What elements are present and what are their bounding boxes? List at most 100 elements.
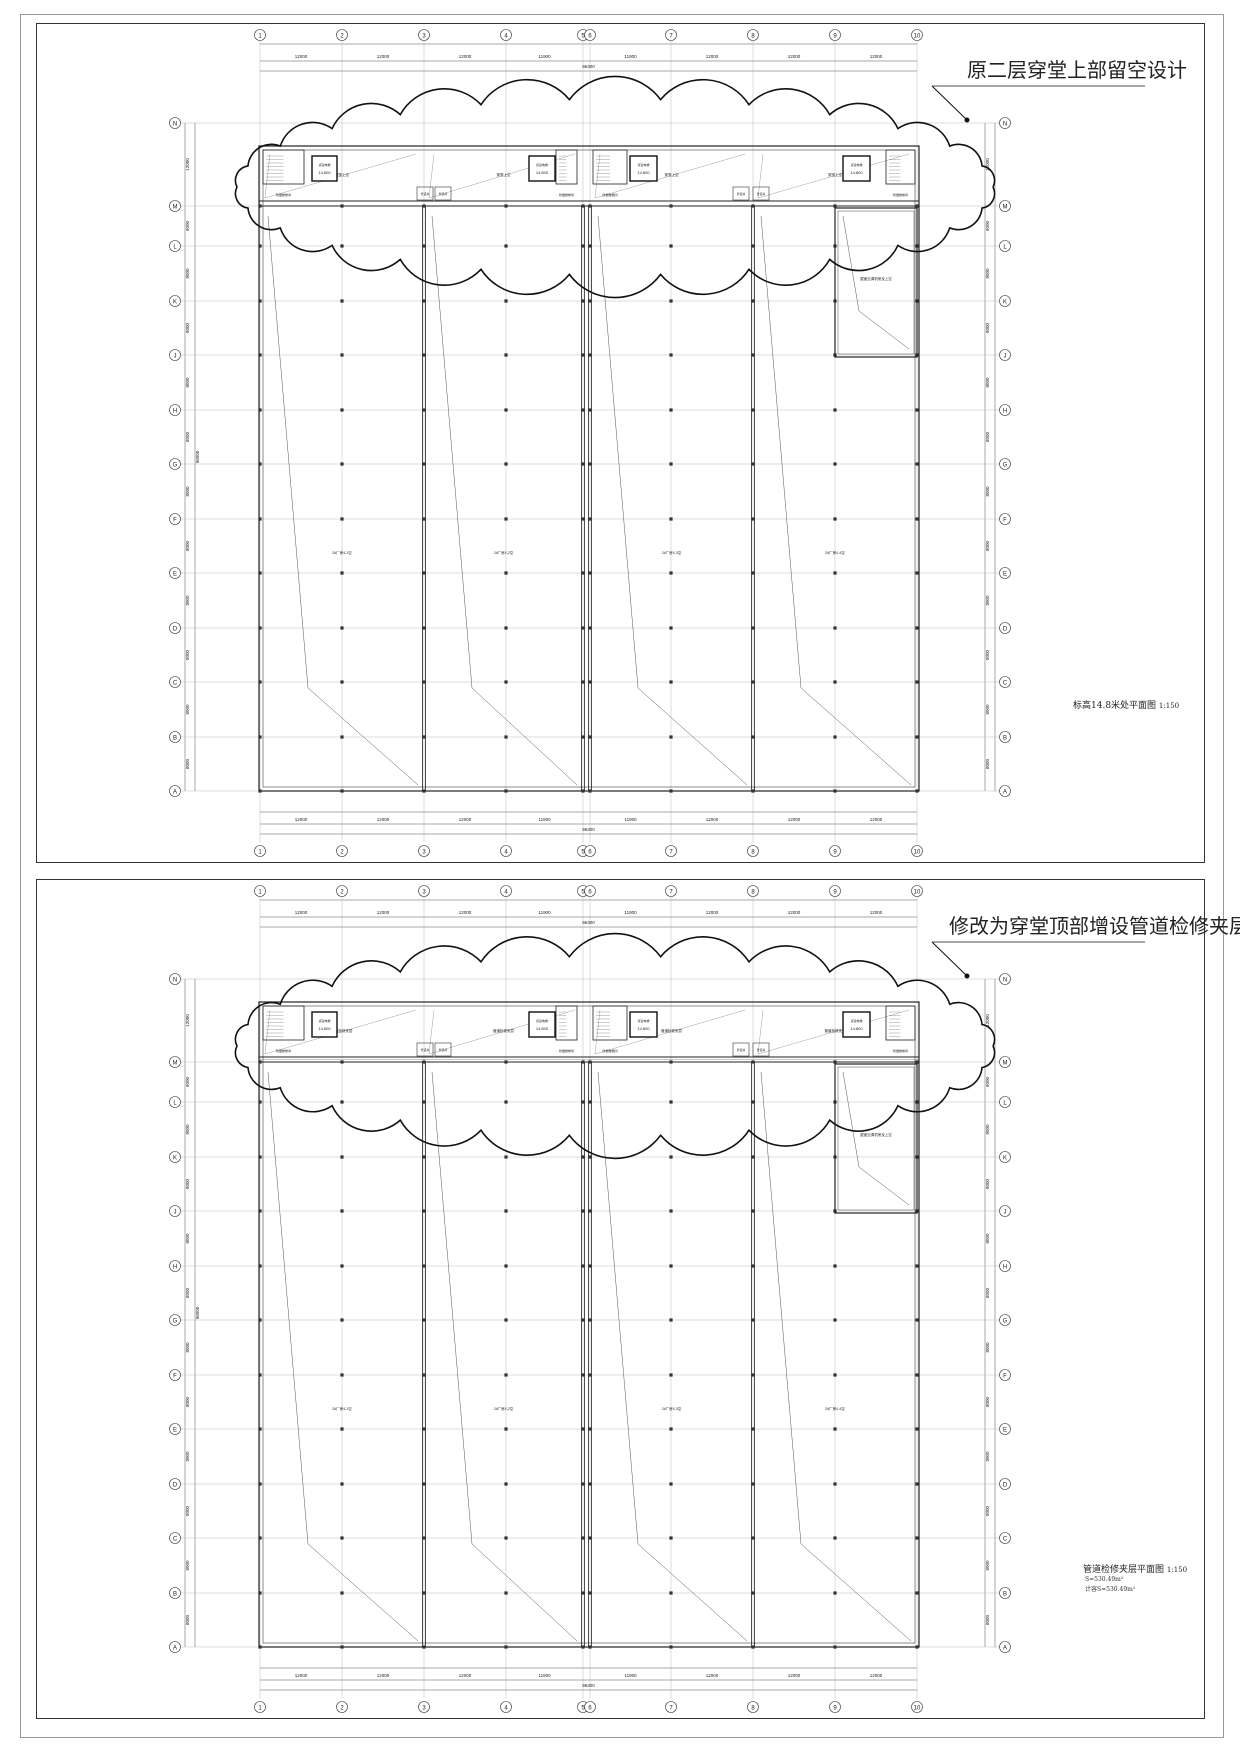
structural-column [422, 1100, 426, 1104]
upper-leader [428, 1009, 576, 1055]
structural-column [751, 1100, 755, 1104]
structural-column [751, 299, 755, 303]
grid-bubble [747, 1701, 759, 1713]
dimension-text: 12000 [706, 817, 719, 822]
elevator-label: 货运电梯 [536, 1018, 548, 1023]
grid-label: L [173, 245, 177, 251]
room-label: 2#厂房4-2空 [494, 1406, 514, 1411]
upper-leader [264, 153, 417, 199]
structural-column [422, 353, 426, 357]
structural-column [751, 517, 755, 521]
structural-column [833, 680, 837, 684]
elevator-label: 货运电梯 [850, 162, 862, 167]
grid-label: 6 [588, 890, 592, 896]
structural-column [588, 462, 592, 466]
structural-column [422, 1060, 426, 1064]
grid-bubble [169, 349, 181, 361]
structural-column [340, 1482, 344, 1486]
structural-column [340, 1373, 344, 1377]
grid-bubble [500, 1701, 512, 1713]
structural-column [915, 204, 919, 208]
grid-label: 7 [669, 1706, 673, 1712]
grid-label: 6 [588, 850, 592, 856]
upper-room-label: 管道检修夹层 [825, 1028, 846, 1033]
grid-bubble [665, 885, 677, 897]
grid-bubble [999, 1587, 1011, 1599]
grid-bubble [999, 458, 1011, 470]
grid-bubble [584, 29, 596, 41]
grid-bubble [829, 29, 841, 41]
grid-label: B [173, 736, 177, 742]
structural-column [669, 1100, 673, 1104]
stair-core [262, 1005, 305, 1041]
upper-leader [264, 1009, 417, 1055]
room-label: 2#厂房4-1空 [332, 1406, 352, 1411]
structural-column [915, 626, 919, 630]
grid-bubble [999, 240, 1011, 252]
structural-column [422, 1645, 426, 1649]
grid-bubble [999, 676, 1011, 688]
grid-label: H [173, 1265, 177, 1271]
structural-column [588, 1155, 592, 1159]
room-label: 2#厂房4-4空 [825, 1406, 845, 1411]
dimension-text: 12000 [295, 817, 308, 822]
dimension-text: 12000 [377, 54, 390, 59]
grid-bubble [336, 29, 348, 41]
leader-dot [964, 117, 970, 123]
structural-column [581, 408, 585, 412]
grid-label: E [173, 572, 177, 578]
grid-bubble [999, 117, 1011, 129]
grid-label: E [1003, 1428, 1007, 1434]
grid-bubble [999, 1096, 1011, 1108]
structural-column [504, 517, 508, 521]
grid-bubble [336, 885, 348, 897]
structural-column [258, 1645, 262, 1649]
grid-bubble [169, 785, 181, 797]
grid-label: 3 [422, 1706, 426, 1712]
grid-bubble [169, 1423, 181, 1435]
structural-column [915, 571, 919, 575]
structural-column [915, 517, 919, 521]
structural-column [258, 299, 262, 303]
stair-core [555, 149, 578, 185]
grid-bubble [254, 885, 266, 897]
structural-column [258, 1373, 262, 1377]
dimension-text: 12000 [985, 1014, 990, 1027]
grid-bubble [665, 1701, 677, 1713]
structural-column [340, 735, 344, 739]
structural-column [422, 1591, 426, 1595]
grid-label: 5 [581, 890, 585, 896]
dimension-text: 6000 [985, 1076, 990, 1087]
dimension-text: 8000 [185, 649, 190, 660]
special-room-inner [837, 210, 915, 355]
grid-bubble [747, 845, 759, 857]
structural-column [340, 571, 344, 575]
dimension-text: 8000 [185, 758, 190, 769]
grid-bubble [999, 622, 1011, 634]
structural-column [751, 1155, 755, 1159]
leader-dot [964, 973, 970, 979]
structural-column [422, 1373, 426, 1377]
dimension-text: 8000 [985, 1342, 990, 1353]
grid-bubble [999, 1532, 1011, 1544]
grid-bubble [999, 349, 1011, 361]
room-leader [760, 215, 912, 786]
grid-label: 7 [669, 34, 673, 40]
structural-column [340, 299, 344, 303]
grid-label: K [1003, 1156, 1007, 1162]
dimension-text: 6000 [185, 220, 190, 231]
grid-bubble [500, 885, 512, 897]
structural-column [833, 1536, 837, 1540]
structural-column [751, 1264, 755, 1268]
sheet-lower: 修改为穿堂顶部增设管道检修夹层 管道检修夹层平面图 1:150 S=530.49… [36, 879, 1240, 1719]
shaft-label: 管道井 [737, 192, 746, 196]
dimension-text: 8000 [185, 1233, 190, 1244]
elevator-room [842, 155, 871, 182]
grid-bubble [584, 845, 596, 857]
shaft-label: 管道井 [421, 1048, 430, 1052]
structural-column [588, 408, 592, 412]
grid-label: J [174, 1210, 177, 1216]
structural-column [504, 1373, 508, 1377]
structural-column [581, 1060, 585, 1064]
